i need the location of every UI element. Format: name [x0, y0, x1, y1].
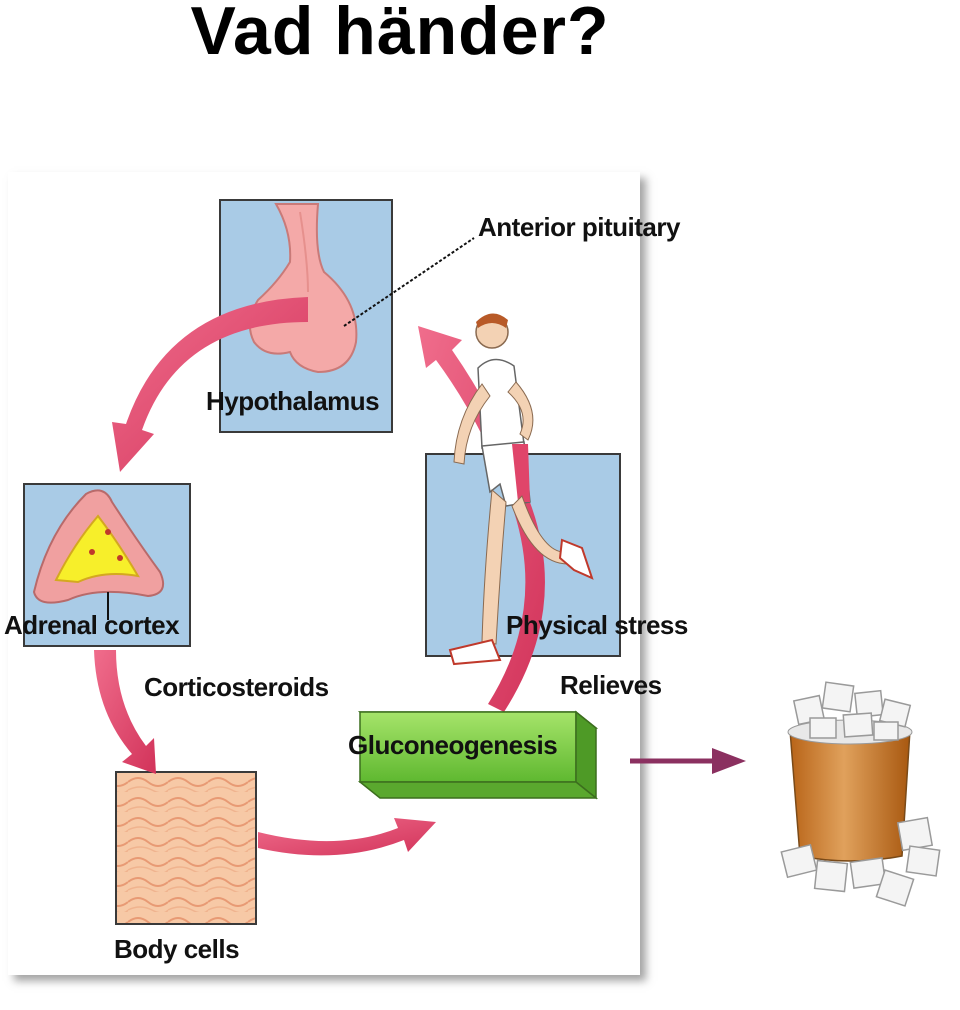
diagram-graphics — [8, 172, 640, 975]
label-anterior-pituitary: Anterior pituitary — [478, 212, 680, 243]
arrow-to-body-cells — [94, 650, 156, 774]
label-adrenal-cortex: Adrenal cortex — [4, 610, 179, 641]
label-relieves: Relieves — [560, 670, 662, 701]
arrow-to-sugar — [628, 744, 748, 778]
label-physical-stress: Physical stress — [506, 610, 688, 641]
arrow-to-gluconeogenesis — [258, 818, 436, 855]
cup — [790, 730, 910, 861]
label-hypothalamus: Hypothalamus — [206, 386, 379, 417]
sugar-cup-image — [770, 660, 956, 920]
page-title: Vad händer? — [0, 0, 800, 70]
label-corticosteroids: Corticosteroids — [144, 672, 329, 703]
label-body-cells: Body cells — [114, 934, 239, 965]
stress-cycle-diagram: Anterior pituitary Hypothalamus Adrenal … — [8, 172, 640, 975]
label-gluconeogenesis: Gluconeogenesis — [348, 730, 557, 761]
body-cells-panel — [116, 772, 256, 924]
